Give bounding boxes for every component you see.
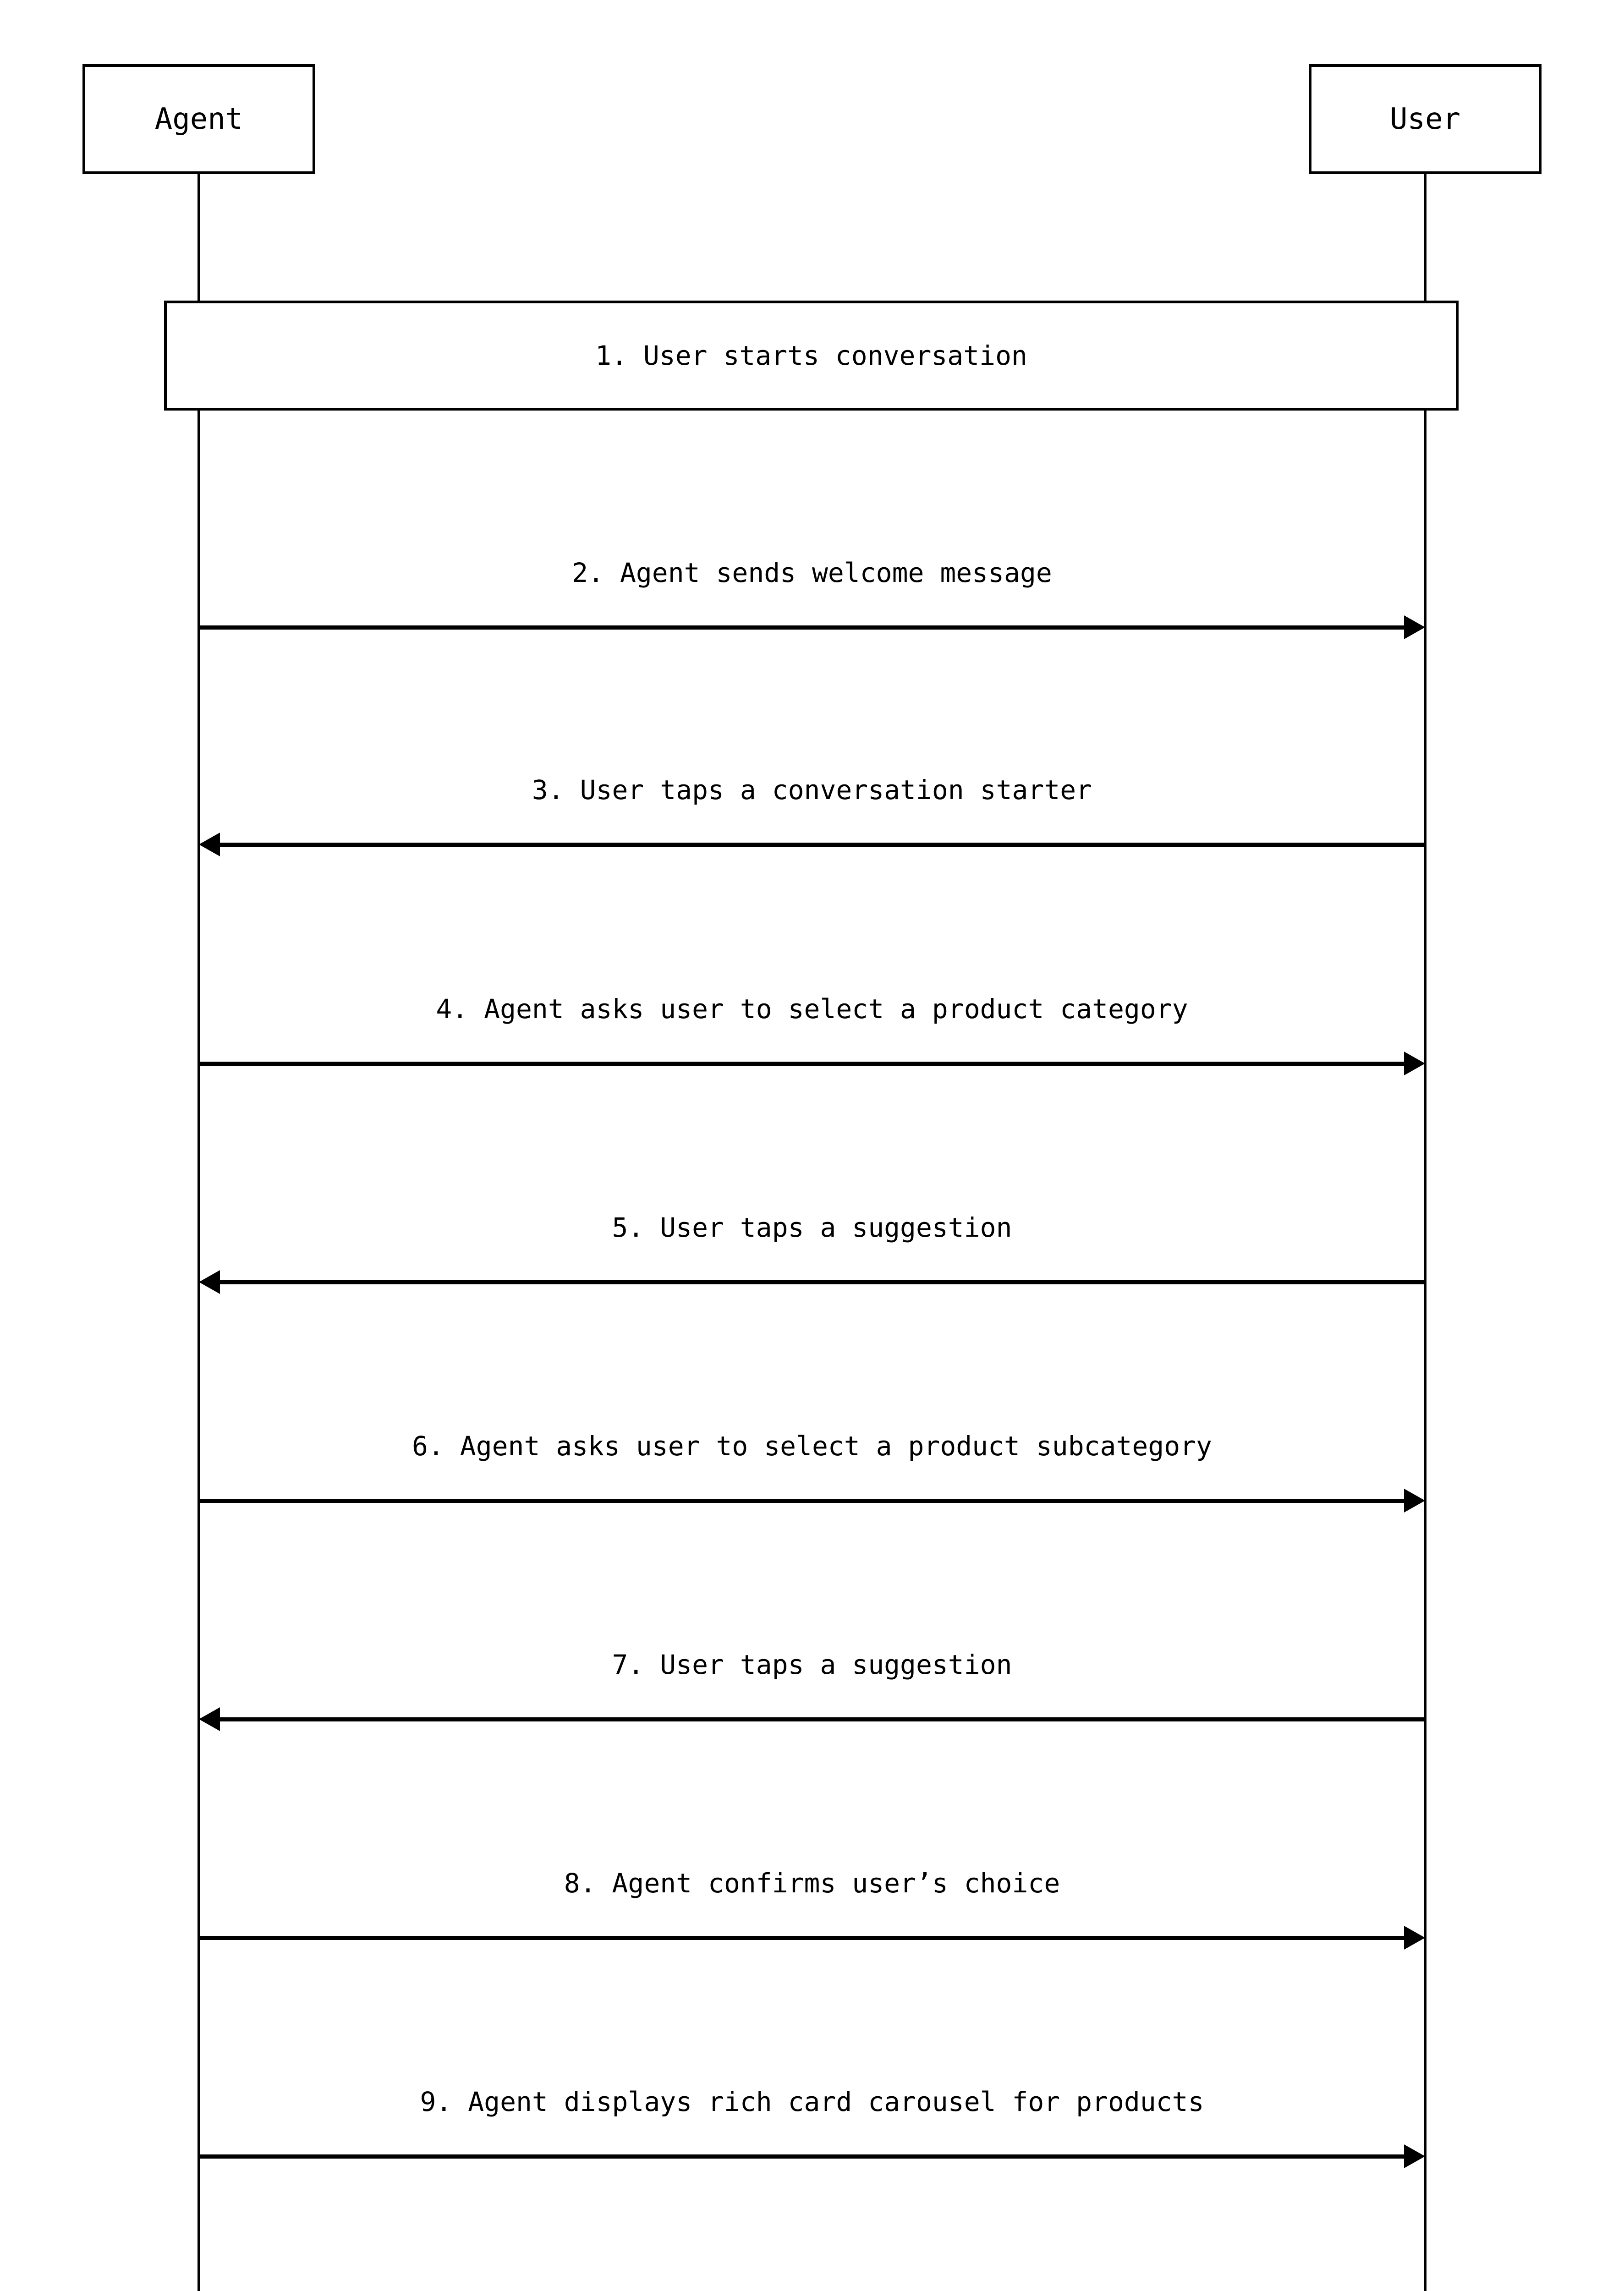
message-label-4: 4. Agent asks user to select a product c… [436,993,1188,1025]
participant-label: Agent [154,102,243,136]
message-label-6: 6. Agent asks user to select a product s… [412,1431,1212,1462]
message-label-line: 4. Agent asks user to select a product c… [436,993,1188,1025]
framed-step-1[interactable]: 1. User starts conversation [164,301,1459,411]
message-label-line: 5. User taps a suggestion [612,1212,1012,1243]
message-label-line: 6. Agent asks user to select a product s… [412,1431,1212,1462]
message-line-9[interactable] [199,2154,1404,2159]
message-label-line: 7. User taps a suggestion [612,1649,1012,1680]
message-line-6[interactable] [199,1498,1404,1503]
lifeline-user [1424,174,1426,2291]
message-arrowhead-3 [199,833,220,856]
message-label-8: 8. Agent confirms user’s choice [564,1868,1060,1899]
message-arrowhead-9 [1404,2144,1425,2168]
message-label-9: 9. Agent displays rich card carousel for… [420,2086,1204,2117]
message-label-5: 5. User taps a suggestion [612,1212,1012,1243]
message-label-7: 7. User taps a suggestion [612,1649,1012,1680]
message-line-7[interactable] [220,1717,1425,1721]
message-arrowhead-7 [199,1707,220,1731]
message-label-2: 2. Agent sends welcome message [572,557,1052,588]
message-arrowhead-8 [1404,1926,1425,1950]
message-arrowhead-5 [199,1270,220,1294]
message-arrowhead-2 [1404,615,1425,639]
framed-step-label: 1. User starts conversation [595,340,1027,371]
participant-header-user[interactable]: User [1309,64,1542,174]
message-line-3[interactable] [220,842,1425,847]
message-line-2[interactable] [199,625,1404,630]
message-arrowhead-4 [1404,1052,1425,1075]
message-line-8[interactable] [199,1935,1404,1940]
message-line-4[interactable] [199,1061,1404,1066]
message-arrowhead-6 [1404,1489,1425,1513]
message-label-line: 8. Agent confirms user’s choice [564,1868,1060,1899]
message-label-line: 3. User taps a conversation starter [532,774,1092,806]
lifeline-agent [198,174,200,2291]
message-label-3: 3. User taps a conversation starter [532,774,1092,806]
message-label-line: 9. Agent displays rich card carousel for… [420,2086,1204,2117]
participant-header-agent[interactable]: Agent [82,64,315,174]
message-line-5[interactable] [220,1280,1425,1284]
participant-label: User [1389,102,1461,136]
message-label-line: 2. Agent sends welcome message [572,557,1052,588]
